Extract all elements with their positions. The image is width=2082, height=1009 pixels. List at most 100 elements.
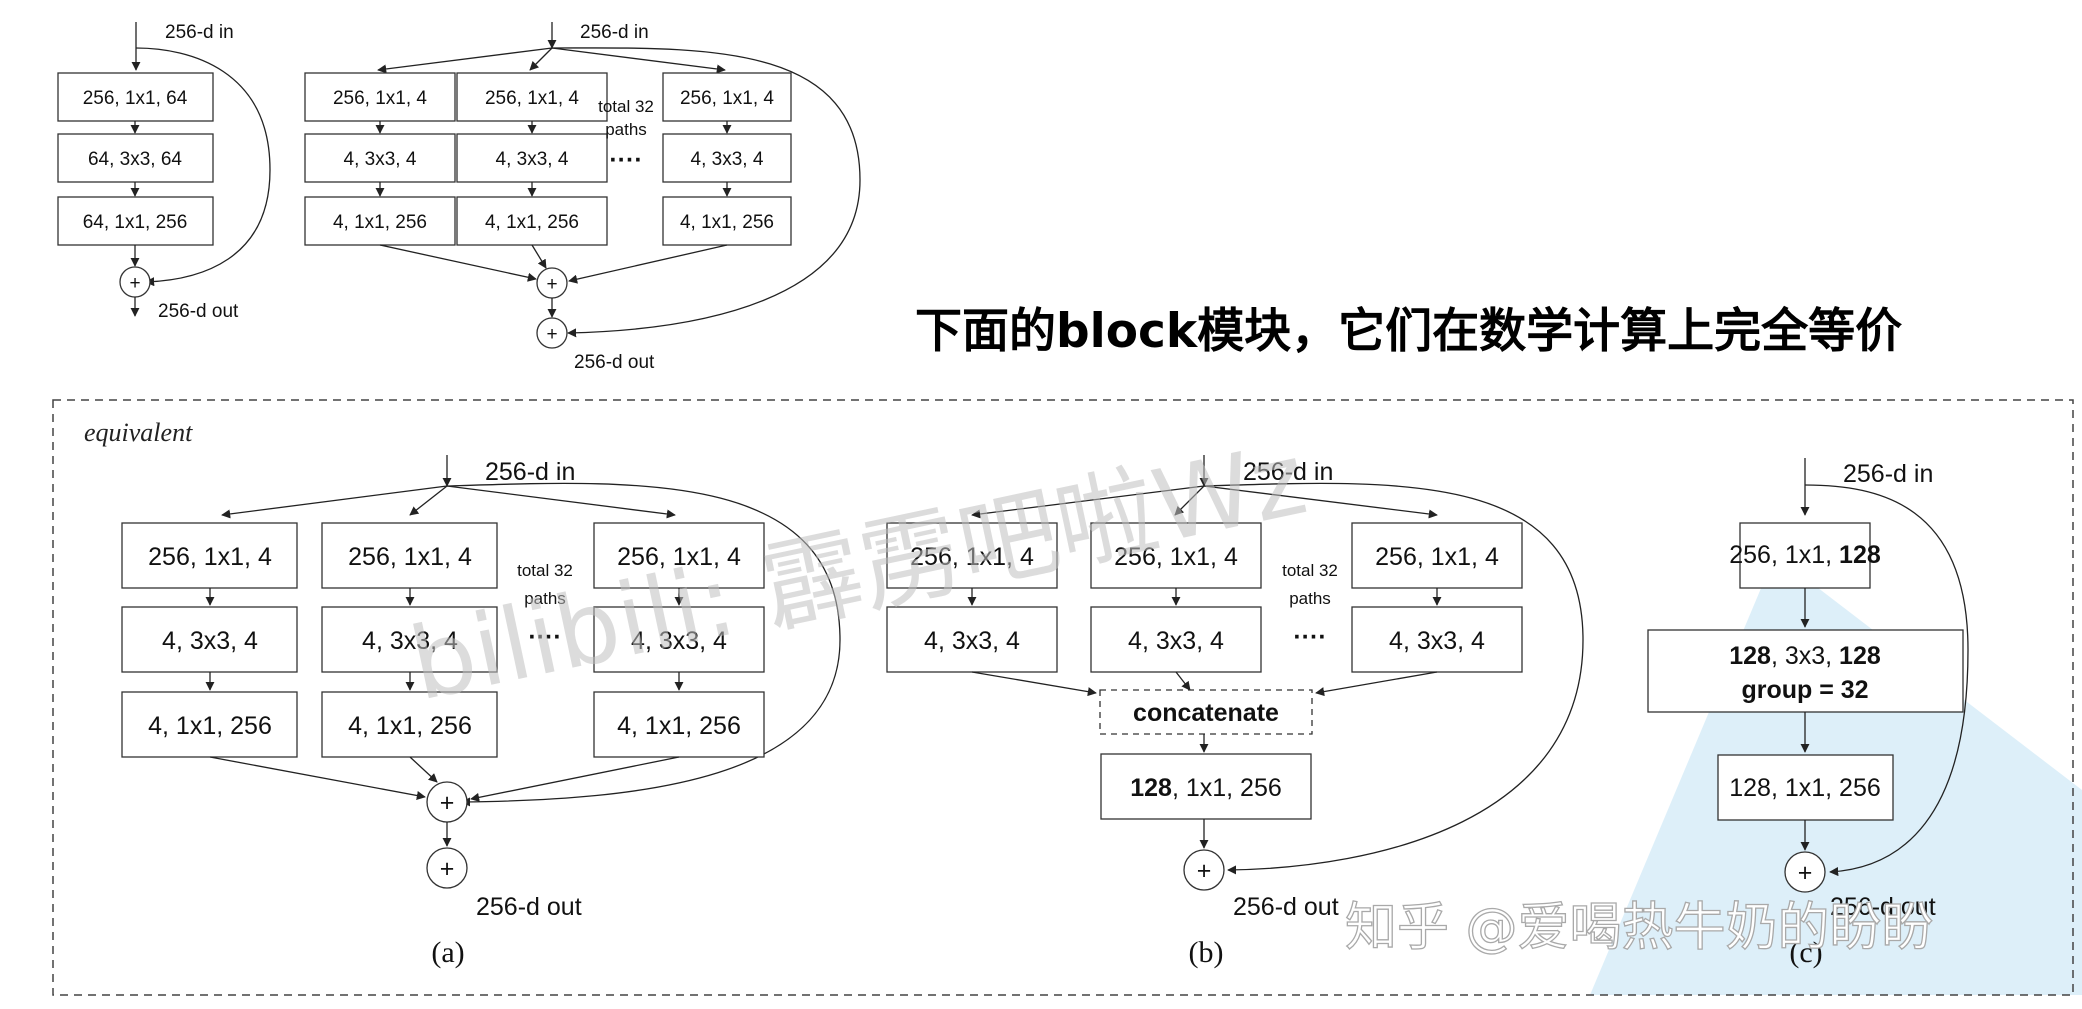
a-branch3-layer-2-label: 4, 3x3, 4 — [631, 627, 727, 655]
top-branch3-layer-1-label: 256, 1x1, 4 — [680, 88, 774, 109]
a-branch1-layer-3 — [121, 691, 298, 758]
top-branch2-layer-2 — [456, 133, 608, 183]
top-paths-note-line2: paths — [605, 120, 647, 139]
a-caption: (a) — [431, 936, 464, 969]
top-resnet-add-sign: + — [129, 273, 140, 294]
top-resnext-block: 256-d in 256, 1x1, 4 4, 3x3, 4 4, 1x1, 2… — [304, 22, 861, 373]
a-branch3-layer-1-label: 256, 1x1, 4 — [617, 543, 741, 571]
top-resnet-input-label: 256-d in — [165, 22, 234, 43]
c-add-sign: + — [1798, 859, 1813, 887]
b-branch3-layer-2 — [1351, 606, 1523, 673]
a-branch1-layer-1 — [121, 522, 298, 589]
equivalent-label: equivalent — [84, 418, 193, 447]
b-branch3-layer-2-label: 4, 3x3, 4 — [1389, 627, 1485, 655]
top-resnet-block: 256-d in 256, 1x1, 64 64, 3x3, 64 64, 1x… — [57, 22, 271, 322]
b-paths-note-line2: paths — [1289, 589, 1331, 608]
a-branch1-layer-3-label: 4, 1x1, 256 — [148, 712, 272, 740]
a-add-1-sign: + — [440, 789, 455, 817]
top-paths-note-line1: total 32 — [598, 97, 654, 116]
b-branch3-layer-1 — [1351, 522, 1523, 589]
b-caption: (b) — [1189, 936, 1224, 969]
top-resnext-input-label: 256-d in — [580, 22, 649, 43]
top-resnet-layer-2 — [57, 133, 214, 183]
top-resnet-layer-3-label: 64, 1x1, 256 — [83, 212, 188, 233]
b-add-sign: + — [1197, 857, 1212, 885]
a-add-2-sign: + — [440, 855, 455, 883]
a-add-2 — [426, 847, 468, 889]
c-layer-1 — [1739, 522, 1871, 589]
top-resnet-output-label: 256-d out — [158, 301, 239, 322]
top-branch3-layer-2-label: 4, 3x3, 4 — [691, 149, 764, 170]
page-heading: 下面的block模块，它们在数学计算上完全等价 — [915, 304, 1902, 359]
a-branch2-layer-3 — [321, 691, 498, 758]
c-layer-3 — [1717, 754, 1894, 821]
top-branch2-layer-2-label: 4, 3x3, 4 — [496, 149, 569, 170]
b-concatenate-label: concatenate — [1133, 699, 1279, 727]
top-resnet-layer-1-label: 256, 1x1, 64 — [83, 88, 188, 109]
b-branch2-layer-1-label: 256, 1x1, 4 — [1114, 543, 1238, 571]
b-ellipsis: ···· — [1293, 623, 1326, 651]
c-group-layer-line1: 128, 3x3, 128 — [1729, 642, 1881, 670]
b-concatenate-box — [1099, 689, 1313, 735]
c-layer-1-label: 256, 1x1, 128 — [1729, 541, 1881, 569]
top-branch1-layer-3-label: 4, 1x1, 256 — [333, 212, 427, 233]
b-branch2-layer-2 — [1090, 606, 1262, 673]
b-paths-note-line1: total 32 — [1282, 561, 1338, 580]
a-output-label: 256-d out — [476, 893, 582, 921]
a-input-label: 256-d in — [485, 458, 575, 486]
top-branch1-layer-3 — [304, 196, 456, 246]
top-branch2-layer-3 — [456, 196, 608, 246]
top-branch1-layer-1 — [304, 72, 456, 122]
a-paths-note-line2: paths — [524, 589, 566, 608]
a-branch3-layer-3 — [593, 691, 765, 758]
top-small-figure: 256-d in 256, 1x1, 64 64, 3x3, 64 64, 1x… — [57, 22, 861, 373]
c-group-layer-line2: group = 32 — [1741, 676, 1868, 704]
b-branch1-layer-2 — [886, 606, 1058, 673]
b-branch3-layer-1-label: 256, 1x1, 4 — [1375, 543, 1499, 571]
c-input-label: 256-d in — [1843, 460, 1933, 488]
top-branch2-layer-1-label: 256, 1x1, 4 — [485, 88, 579, 109]
top-branch3-layer-3-label: 4, 1x1, 256 — [680, 212, 774, 233]
a-branch2-layer-1 — [321, 522, 498, 589]
c-add — [1784, 851, 1826, 893]
top-branch1-layer-2 — [304, 133, 456, 183]
top-resnext-add-1-sign: + — [546, 274, 557, 295]
b-branch1-layer-1-label: 256, 1x1, 4 — [910, 543, 1034, 571]
c-output-label: 256-d out — [1830, 893, 1936, 921]
a-branch1-layer-2-label: 4, 3x3, 4 — [162, 627, 258, 655]
top-branch1-layer-2-label: 4, 3x3, 4 — [344, 149, 417, 170]
top-branch2-layer-1 — [456, 72, 608, 122]
a-branch3-layer-2 — [593, 606, 765, 673]
b-input-label: 256-d in — [1243, 458, 1333, 486]
b-branch1-layer-2-label: 4, 3x3, 4 — [924, 627, 1020, 655]
top-resnext-add-2 — [536, 317, 568, 349]
b-branch2-layer-1 — [1090, 522, 1262, 589]
a-ellipsis: ···· — [528, 623, 561, 651]
c-layer-3-label: 128, 1x1, 256 — [1729, 774, 1881, 802]
a-branch2-layer-1-label: 256, 1x1, 4 — [348, 543, 472, 571]
top-resnet-layer-2-label: 64, 3x3, 64 — [88, 149, 182, 170]
zhihu-watermark: 知乎 @爱喝热牛奶的盼盼 — [1345, 898, 1934, 958]
b-output-label: 256-d out — [1233, 893, 1339, 921]
a-branch1-layer-1-label: 256, 1x1, 4 — [148, 543, 272, 571]
a-branch3-layer-3-label: 4, 1x1, 256 — [617, 712, 741, 740]
top-resnext-add-2-sign: + — [546, 324, 557, 345]
top-ellipsis: ···· — [609, 146, 642, 174]
c-caption: (c) — [1789, 936, 1822, 969]
top-branch3-layer-3 — [662, 196, 792, 246]
equivalent-frame — [52, 399, 2074, 996]
b-merge-layer-label: 128, 1x1, 256 — [1130, 774, 1282, 802]
a-branch2-layer-3-label: 4, 1x1, 256 — [348, 712, 472, 740]
figure-c: 256-d in 256, 1x1, 128 128, 3x3, 128 gro… — [1647, 458, 1969, 969]
figure-b: 256-d in 256, 1x1, 4 4, 3x3, 4 256, 1x1,… — [886, 455, 1584, 969]
top-branch3-layer-1 — [662, 72, 792, 122]
a-branch2-layer-2-label: 4, 3x3, 4 — [362, 627, 458, 655]
top-resnet-layer-1 — [57, 72, 214, 122]
top-resnext-output-label: 256-d out — [574, 352, 655, 373]
top-branch3-layer-2 — [662, 133, 792, 183]
a-paths-note-line1: total 32 — [517, 561, 573, 580]
b-branch2-layer-2-label: 4, 3x3, 4 — [1128, 627, 1224, 655]
top-resnet-layer-3 — [57, 196, 214, 246]
top-branch2-layer-3-label: 4, 1x1, 256 — [485, 212, 579, 233]
